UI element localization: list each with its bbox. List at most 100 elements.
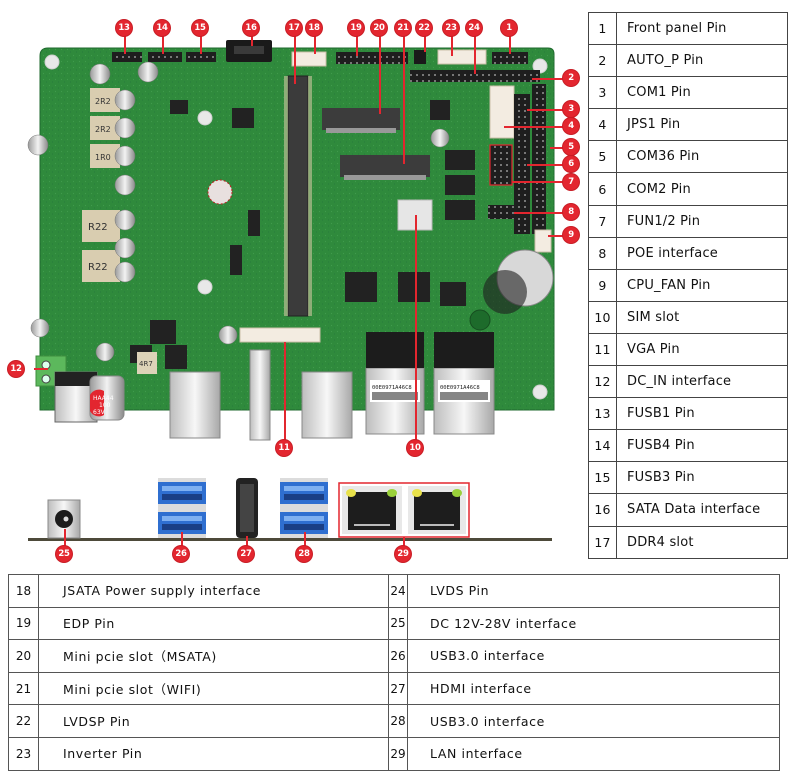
usb-port-top-right [301, 371, 353, 439]
legend-number: 6 [588, 172, 617, 206]
panel-baseline [28, 538, 552, 541]
callout-16: 16 [243, 20, 259, 36]
callout-26: 26 [173, 546, 189, 562]
legend-number: 10 [588, 300, 617, 334]
callout-leader [356, 34, 358, 56]
callout-leader [403, 537, 405, 549]
legend-label: USB3.0 interface [407, 639, 780, 673]
callout-leader [379, 34, 381, 114]
capacitor-marking: HAA44 [93, 395, 114, 402]
legend-number: 7 [588, 204, 617, 238]
legend-label: DC 12V-28V interface [407, 606, 780, 641]
usb3-port-stack-right [280, 478, 328, 538]
mini-pcie-slot-msata [322, 108, 400, 130]
legend-label: DDR4 slot [616, 525, 788, 559]
legend-number: 25 [388, 606, 408, 641]
legend-number: 16 [588, 493, 617, 527]
capacitor-marking: 100 [99, 402, 111, 409]
legend-number: 19 [8, 606, 39, 641]
legend-label: EDP Pin [38, 606, 389, 641]
legend-label: Inverter Pin [38, 736, 389, 771]
legend-number: 27 [388, 671, 408, 706]
legend-number: 4 [588, 108, 617, 142]
callout-15: 15 [192, 20, 208, 36]
legend-label: JPS1 Pin [616, 108, 788, 142]
callout-leader [532, 78, 566, 80]
callout-9: 9 [563, 227, 579, 243]
callout-leader [550, 147, 565, 149]
callout-12: 12 [8, 361, 24, 377]
callout-leader [403, 34, 405, 164]
legend-label: FUSB4 Pin [616, 429, 788, 463]
top-headers [112, 40, 540, 82]
motherboard-diagram: 2R2 2R2 1R0 R22 R22 HAA44 100 63V [0, 0, 580, 460]
inductor-marking: R22 [88, 222, 108, 233]
legend-label: LAN interface [407, 736, 780, 771]
callout-leader [548, 235, 565, 237]
callout-25: 25 [56, 546, 72, 562]
callout-leader [415, 215, 417, 441]
callout-3: 3 [563, 101, 579, 117]
callout-leader [64, 529, 66, 549]
legend-label: Mini pcie slot（MSATA) [38, 639, 389, 673]
callout-leader [124, 34, 126, 54]
legend-number: 18 [8, 574, 39, 608]
callout-leader [251, 34, 253, 46]
callout-2: 2 [563, 70, 579, 86]
legend-number: 24 [388, 574, 408, 608]
legend-number: 22 [8, 704, 39, 738]
legend-label: LVDS Pin [407, 574, 780, 608]
callout-24: 24 [466, 20, 482, 36]
callout-6: 6 [563, 156, 579, 172]
callout-leader [294, 34, 296, 84]
legend-label: HDMI interface [407, 671, 780, 706]
legend-label: FUSB3 Pin [616, 461, 788, 495]
vga-header [239, 327, 321, 343]
mounting-holes [44, 54, 548, 400]
legend-number: 11 [588, 332, 617, 367]
inductor-marking: 1R0 [95, 153, 111, 162]
legend-label: FUSB1 Pin [616, 397, 788, 431]
inductor-marking: R22 [88, 262, 108, 273]
callout-28: 28 [296, 546, 312, 562]
usb-port-top-left [169, 371, 221, 439]
mini-pcie-slot-wifi [340, 155, 430, 177]
legend-number: 3 [588, 76, 617, 110]
callout-leader [504, 126, 565, 128]
callout-leader [527, 109, 565, 111]
callout-leader [474, 34, 476, 74]
callout-27: 27 [238, 546, 254, 562]
legend-label: SATA Data interface [616, 493, 788, 527]
ddr4-slot [287, 75, 309, 317]
usb3-port-stack-left [158, 478, 206, 538]
legend-number: 9 [588, 268, 617, 302]
callout-leader [512, 181, 565, 183]
capacitor-marking: 63V [93, 409, 106, 416]
callout-leader [527, 164, 565, 166]
callout-18: 18 [306, 20, 322, 36]
callout-leader [509, 34, 511, 54]
legend-label: POE interface [616, 236, 788, 270]
callout-21: 21 [395, 20, 411, 36]
legend-label: CPU_FAN Pin [616, 268, 788, 302]
callout-22: 22 [416, 20, 432, 36]
legend-number: 8 [588, 236, 617, 270]
callout-leader [314, 34, 316, 54]
callout-leader [304, 532, 306, 549]
rear-io-image [28, 478, 552, 541]
vrm-inductors: 2R2 2R2 1R0 R22 R22 [82, 88, 120, 282]
inductor-marking: 2R2 [95, 125, 111, 134]
callout-leader [200, 34, 202, 54]
callout-leader [284, 342, 286, 442]
callout-17: 17 [286, 20, 302, 36]
